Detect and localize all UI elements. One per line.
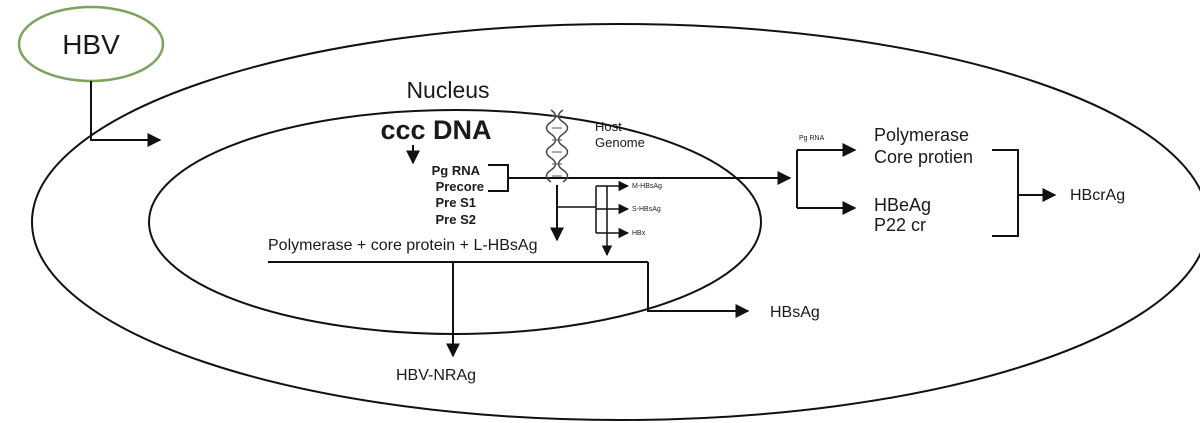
transcript-pre-s2: Pre S2	[436, 212, 476, 227]
hbx-label: HBx	[632, 230, 646, 237]
ccc-dna-label: ccc DNA	[380, 115, 491, 145]
transcript-precore: Precore	[436, 179, 484, 194]
core-protein-label: Core protien	[874, 147, 973, 167]
hbv-entry-arrow	[90, 81, 162, 147]
hbeag-label: HBeAg	[874, 195, 931, 215]
genome-label: Genome	[595, 135, 645, 150]
m-hbsag-label: M-HBsAg	[632, 183, 662, 190]
hbcrag-label: HBcrAg	[1070, 187, 1125, 204]
s-hbsag-label: S-HBsAg	[632, 206, 661, 213]
p22cr-label: P22 cr	[874, 215, 926, 235]
host-label: Host	[595, 119, 622, 134]
host-genome-helix-icon	[545, 109, 569, 183]
transcript-pg-rna: Pg RNA	[432, 163, 481, 178]
nucleus-outline	[148, 109, 762, 335]
polymerase-label: Polymerase	[874, 125, 969, 145]
polymerase-sum-label: Polymerase + core protein + L-HBsAg	[268, 237, 537, 254]
nucleus-label: Nucleus	[406, 77, 489, 103]
hbv-nrag-label: HBV-NRAg	[396, 367, 476, 384]
transcript-pre-s1: Pre S1	[436, 195, 476, 210]
hbsag-arrow	[647, 262, 750, 318]
transcript-bracket	[488, 164, 509, 192]
hbsag-label: HBsAg	[770, 304, 820, 321]
cell-outline	[31, 23, 1200, 421]
hbv-label: HBV	[62, 29, 120, 60]
small-products-branch	[557, 186, 597, 233]
pg-rna-small-label: Pg RNA	[799, 135, 825, 142]
hbcrag-bracket	[992, 149, 1019, 237]
